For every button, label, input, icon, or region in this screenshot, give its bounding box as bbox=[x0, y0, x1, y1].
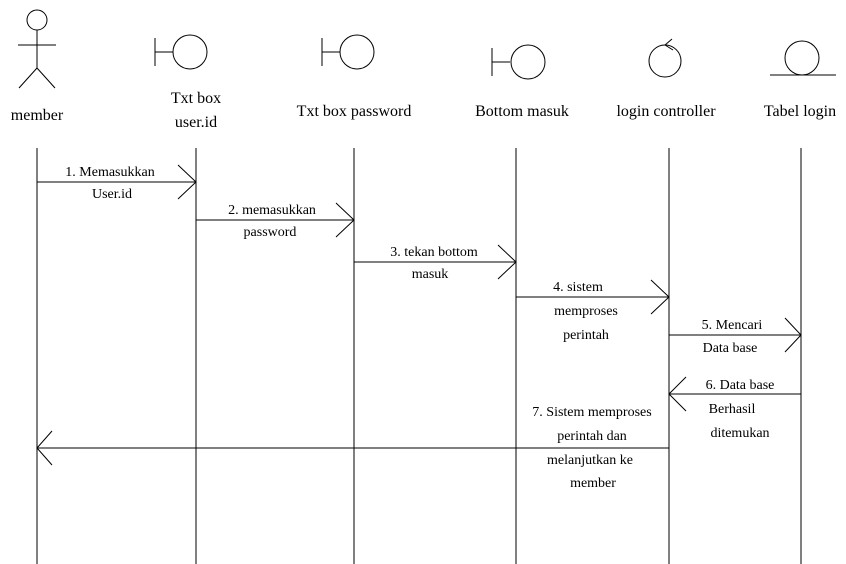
arrowhead-right-icon bbox=[650, 279, 670, 315]
message-label-line-2: Berhasil bbox=[709, 402, 756, 417]
message-label-line-1: 1. Memasukkan bbox=[65, 165, 154, 180]
message-label-line-1: 2. memasukkan bbox=[228, 203, 316, 218]
entity-icon bbox=[770, 40, 836, 76]
message-label-line-1: 3. tekan bottom bbox=[390, 245, 478, 260]
boundary-icon bbox=[154, 34, 208, 70]
arrowhead-right-icon bbox=[177, 164, 197, 200]
message-5: 5. Mencari Data base bbox=[669, 317, 802, 356]
participant-label: member bbox=[11, 107, 64, 124]
message-label-line-2: User.id bbox=[92, 187, 132, 202]
actor-icon bbox=[18, 9, 56, 89]
arrowhead-left-icon bbox=[668, 376, 687, 412]
message-label-line-2: Data base bbox=[703, 341, 758, 356]
boundary-icon bbox=[321, 34, 375, 70]
arrowhead-right-icon bbox=[784, 317, 802, 353]
message-label-line-3: ditemukan bbox=[710, 426, 769, 441]
arrowhead-right-icon bbox=[335, 202, 355, 238]
message-label-line-3: melanjutkan ke bbox=[547, 453, 633, 468]
control-icon bbox=[648, 38, 682, 78]
arrowhead-right-icon bbox=[497, 244, 517, 280]
message-label-line-1: 7. Sistem memproses bbox=[532, 405, 651, 420]
participant-label-line-1: Txt box bbox=[171, 90, 221, 107]
participant-label: login controller bbox=[616, 103, 716, 120]
message-label-line-2: memproses bbox=[554, 304, 618, 319]
message-label-line-4: member bbox=[570, 476, 616, 491]
message-label-line-1: 5. Mencari bbox=[702, 318, 763, 333]
participant-txt-box-userid: Txt box user.id bbox=[154, 34, 221, 564]
participant-label: Txt box password bbox=[297, 103, 412, 120]
message-3: 3. tekan bottom masuk bbox=[354, 244, 517, 282]
message-1: 1. Memasukkan User.id bbox=[37, 164, 197, 202]
participant-member: member bbox=[11, 9, 64, 564]
message-label-line-3: perintah bbox=[563, 328, 609, 343]
arrowhead-left-icon bbox=[36, 430, 53, 466]
message-2: 2. memasukkan password bbox=[196, 202, 355, 240]
participant-txt-box-password: Txt box password bbox=[297, 34, 412, 564]
message-label-line-1: 4. sistem bbox=[553, 280, 603, 295]
message-label-line-1: 6. Data base bbox=[706, 378, 775, 393]
message-7: 7. Sistem memproses perintah dan melanju… bbox=[36, 405, 669, 491]
participant-label: Tabel login bbox=[764, 103, 836, 120]
message-label-line-2: perintah dan bbox=[557, 429, 627, 444]
participant-login-controller: login controller bbox=[616, 38, 716, 564]
message-4: 4. sistem memproses perintah bbox=[516, 279, 670, 343]
message-label-line-2: masuk bbox=[412, 267, 449, 282]
participant-label-line-2: user.id bbox=[175, 114, 217, 131]
participant-label: Bottom masuk bbox=[475, 103, 569, 120]
boundary-icon bbox=[491, 44, 546, 80]
participant-bottom-masuk: Bottom masuk bbox=[475, 44, 569, 564]
participant-tabel-login: Tabel login bbox=[764, 40, 836, 564]
message-label-line-2: password bbox=[244, 225, 297, 240]
message-6: 6. Data base Berhasil ditemukan bbox=[668, 376, 801, 441]
